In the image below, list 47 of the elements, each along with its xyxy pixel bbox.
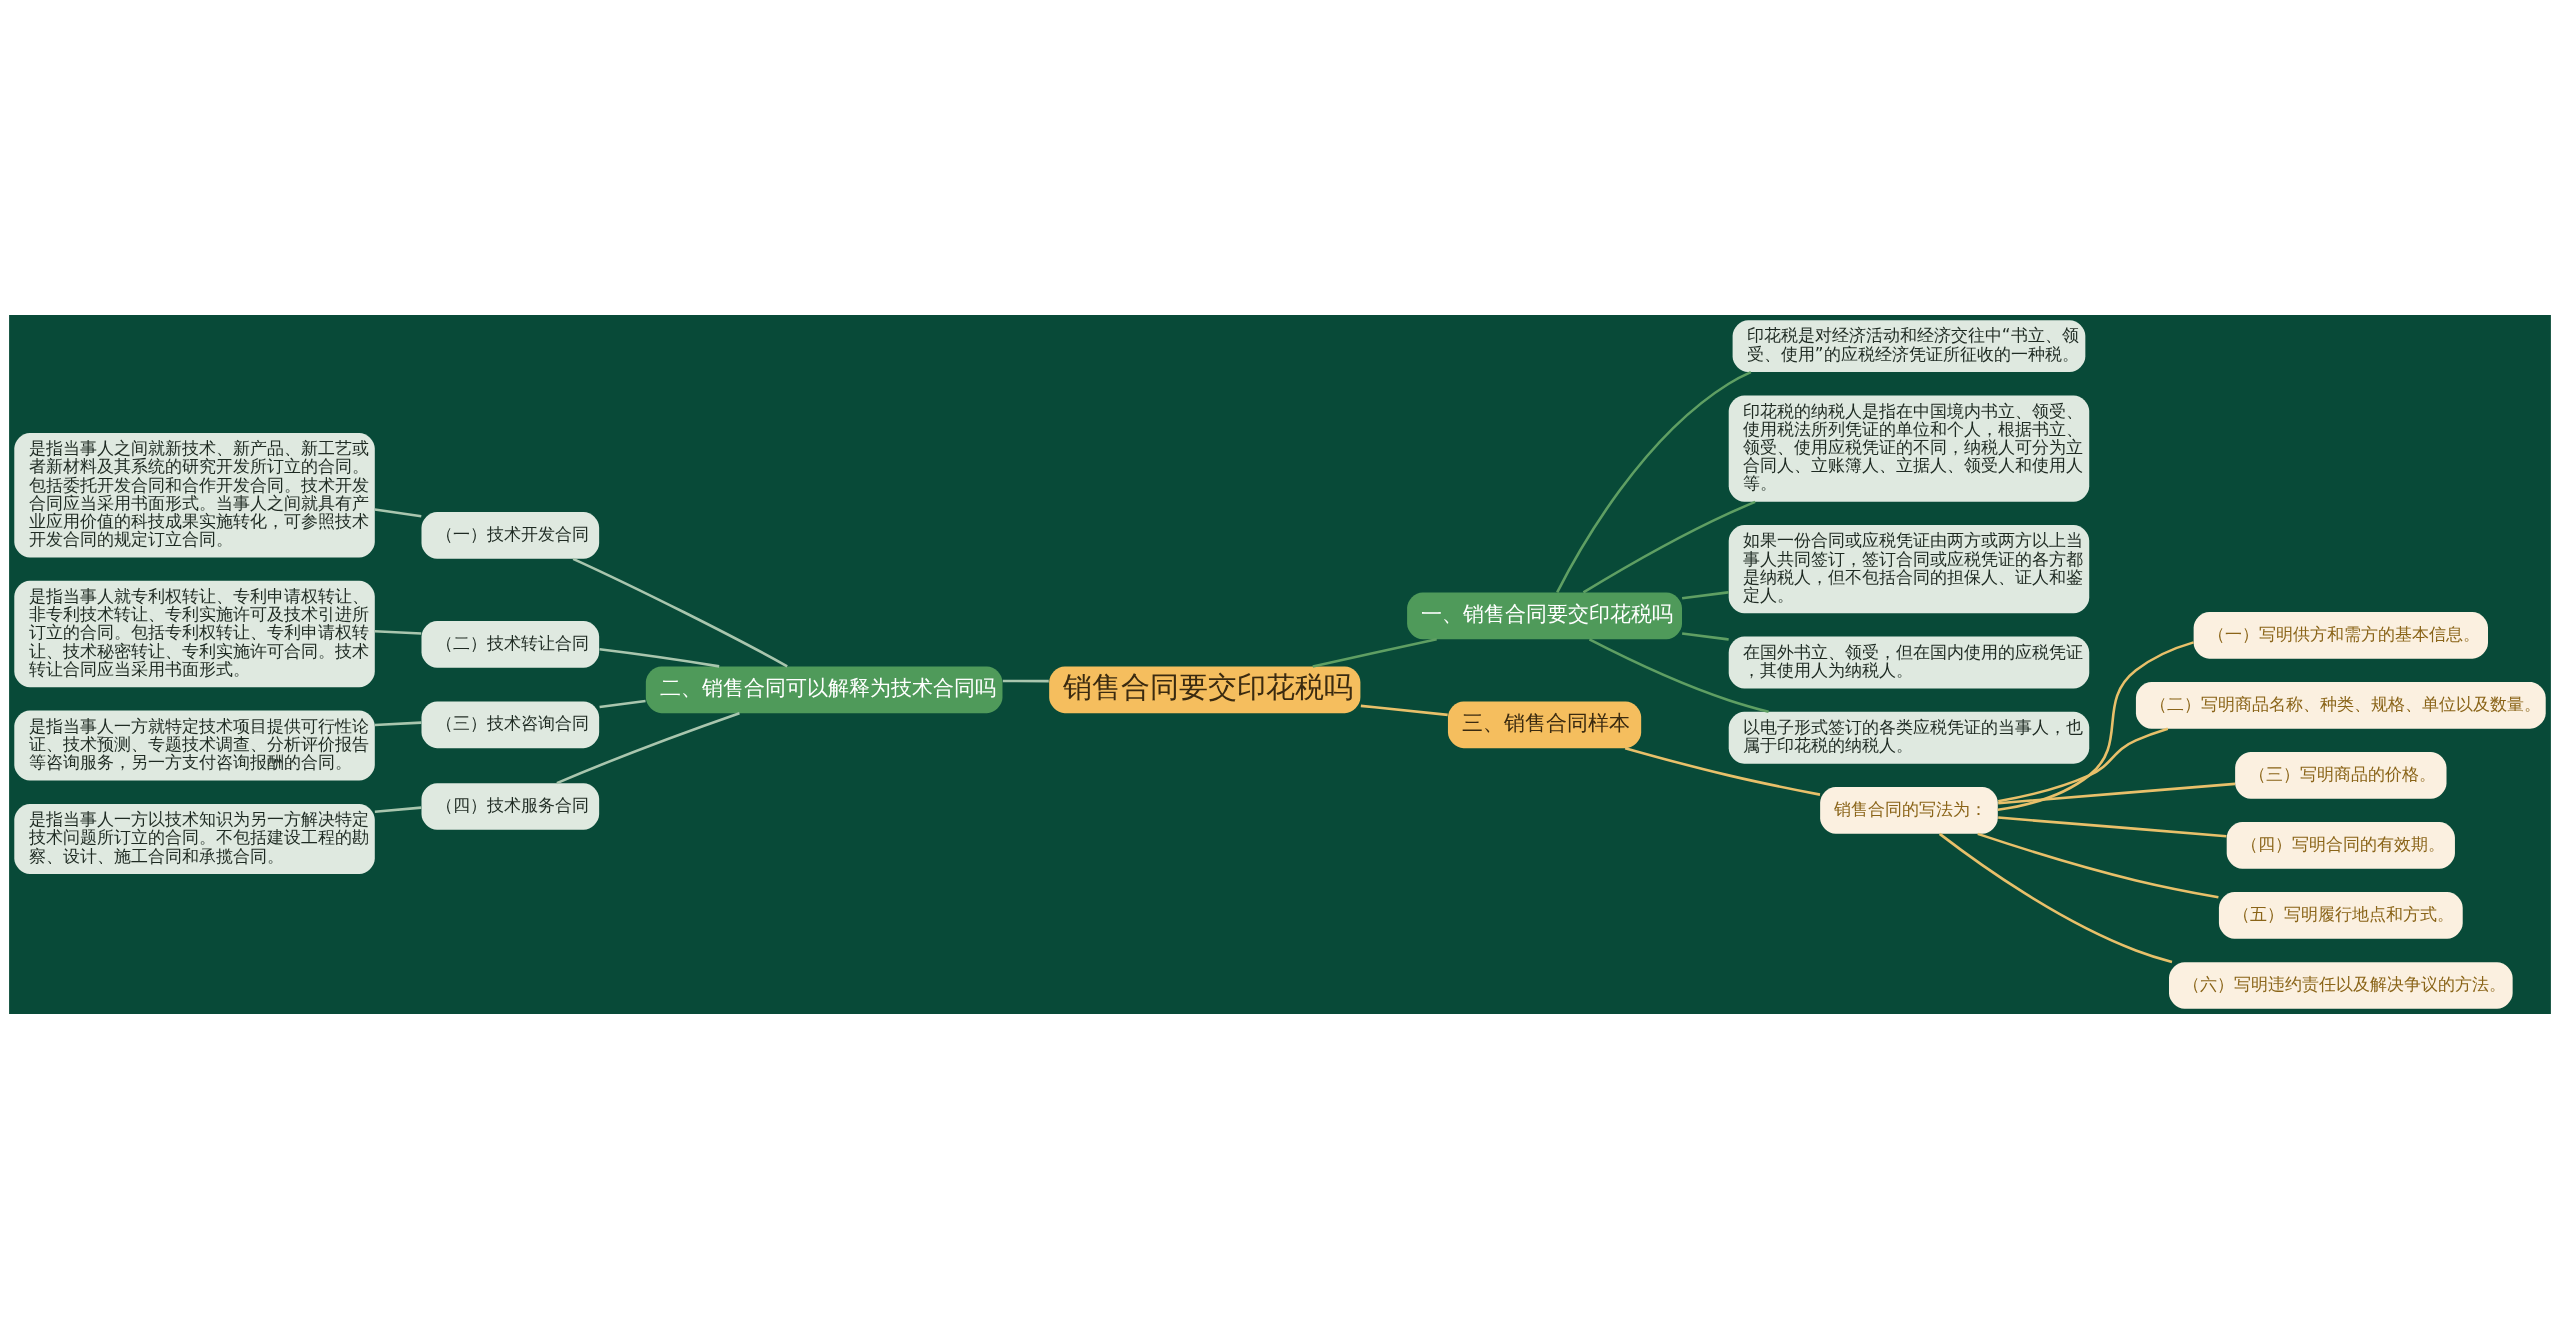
- connector: [1002, 679, 1049, 683]
- connector: [374, 806, 422, 813]
- node-box: 销售合同要交印花税吗: [1049, 666, 1361, 714]
- connector: [1360, 704, 1448, 717]
- node-box: 印花税的纳税人是指在中国境内书立、领受、使用税法所列凭证的单位和个人，根据书立、领受、使用应税凭证的不同，纳税人可分为立合同人、立账簿人、立据人、领受人和使用人等。: [1728, 395, 2090, 502]
- connector: [1556, 370, 1752, 593]
- node-box: 一、销售合同要交印花税吗: [1407, 592, 1682, 640]
- connector: [599, 647, 720, 668]
- node-box: （四）写明合同的有效期。: [2226, 822, 2455, 869]
- node-box: （二）写明商品名称、种类、规格、单位以及数量。: [2135, 682, 2546, 729]
- node-box: （五）写明履行地点和方式。: [2218, 892, 2463, 939]
- connector: [1938, 832, 2173, 964]
- connector: [1997, 641, 2194, 811]
- connector: [1624, 746, 1821, 796]
- connector: [572, 557, 788, 668]
- connector: [599, 699, 646, 709]
- connector: [374, 508, 422, 518]
- connector: [374, 629, 422, 635]
- connector: [1312, 637, 1437, 668]
- connector: [556, 712, 740, 785]
- node-box: （一）写明供方和需方的基本信息。: [2193, 612, 2488, 659]
- node-box: 三、销售合同样本: [1447, 701, 1642, 749]
- node-box: 是指当事人一方就特定技术项目提供可行性论证、技术预测、专题技术调查、分析评价报告等咨询服务，另一方支付咨询报酬的合同。: [14, 710, 375, 781]
- node-box: 在国外书立、领受，但在国内使用的应税凭证，其使用人为纳税人。: [1728, 636, 2090, 689]
- node-box: （三）技术咨询合同: [421, 701, 600, 749]
- node-box: 二、销售合同可以解释为技术合同吗: [645, 666, 1003, 714]
- connector: [1681, 591, 1729, 600]
- node-box: 销售合同的写法为：: [1820, 787, 1998, 834]
- node-box: （三）写明商品的价格。: [2235, 752, 2447, 799]
- connector: [1588, 638, 1769, 714]
- node-box: 是指当事人之间就新技术、新产品、新工艺或者新材料及其系统的研究开发所订立的合同。包括委托开发合同和合作开发合同。技术开发合同应当采用书面形式。当事人之间就具有产业应用价值的科技成果实施转化，可参照技术开发合同的规定订立合同。: [14, 433, 375, 558]
- node-box: 是指当事人就专利权转让、专利申请权转让、非专利技术转让、专利实施许可及技术引进所订立的合同。包括专利权转让、专利申请权转让、技术秘密转让、专利实施许可合同。技术转让合同应当采用书面形式。: [14, 580, 375, 688]
- connector: [374, 721, 422, 727]
- node-box: 印花税是对经济活动和经济交往中“书立、领受、使用”的应税经济凭证所征收的一种税。: [1732, 320, 2086, 373]
- connector: [1681, 632, 1729, 641]
- connector: [1977, 832, 2219, 899]
- node-box: （六）写明违约责任以及解决争议的方法。: [2169, 962, 2513, 1009]
- node-box: （一）技术开发合同: [421, 512, 600, 559]
- node-box: 如果一份合同或应税凭证由两方或两方以上当事人共同签订，签订合同或应税凭证的各方都是纳税人，但不包括合同的担保人、证人和鉴定人。: [1728, 525, 2090, 614]
- node-box: 是指当事人一方以技术知识为另一方解决特定技术问题所订立的合同。不包括建设工程的勘察、设计、施工合同和承揽合同。: [14, 803, 375, 874]
- connector: [1998, 816, 2227, 838]
- connector: [1998, 782, 2236, 805]
- node-box: （四）技术服务合同: [421, 783, 600, 830]
- connector: [1582, 500, 1756, 594]
- node-box: （二）技术转让合同: [421, 621, 600, 668]
- node-box: 以电子形式签订的各类应税凭证的当事人，也属于印花税的纳税人。: [1728, 711, 2090, 764]
- connector: [1998, 727, 2169, 803]
